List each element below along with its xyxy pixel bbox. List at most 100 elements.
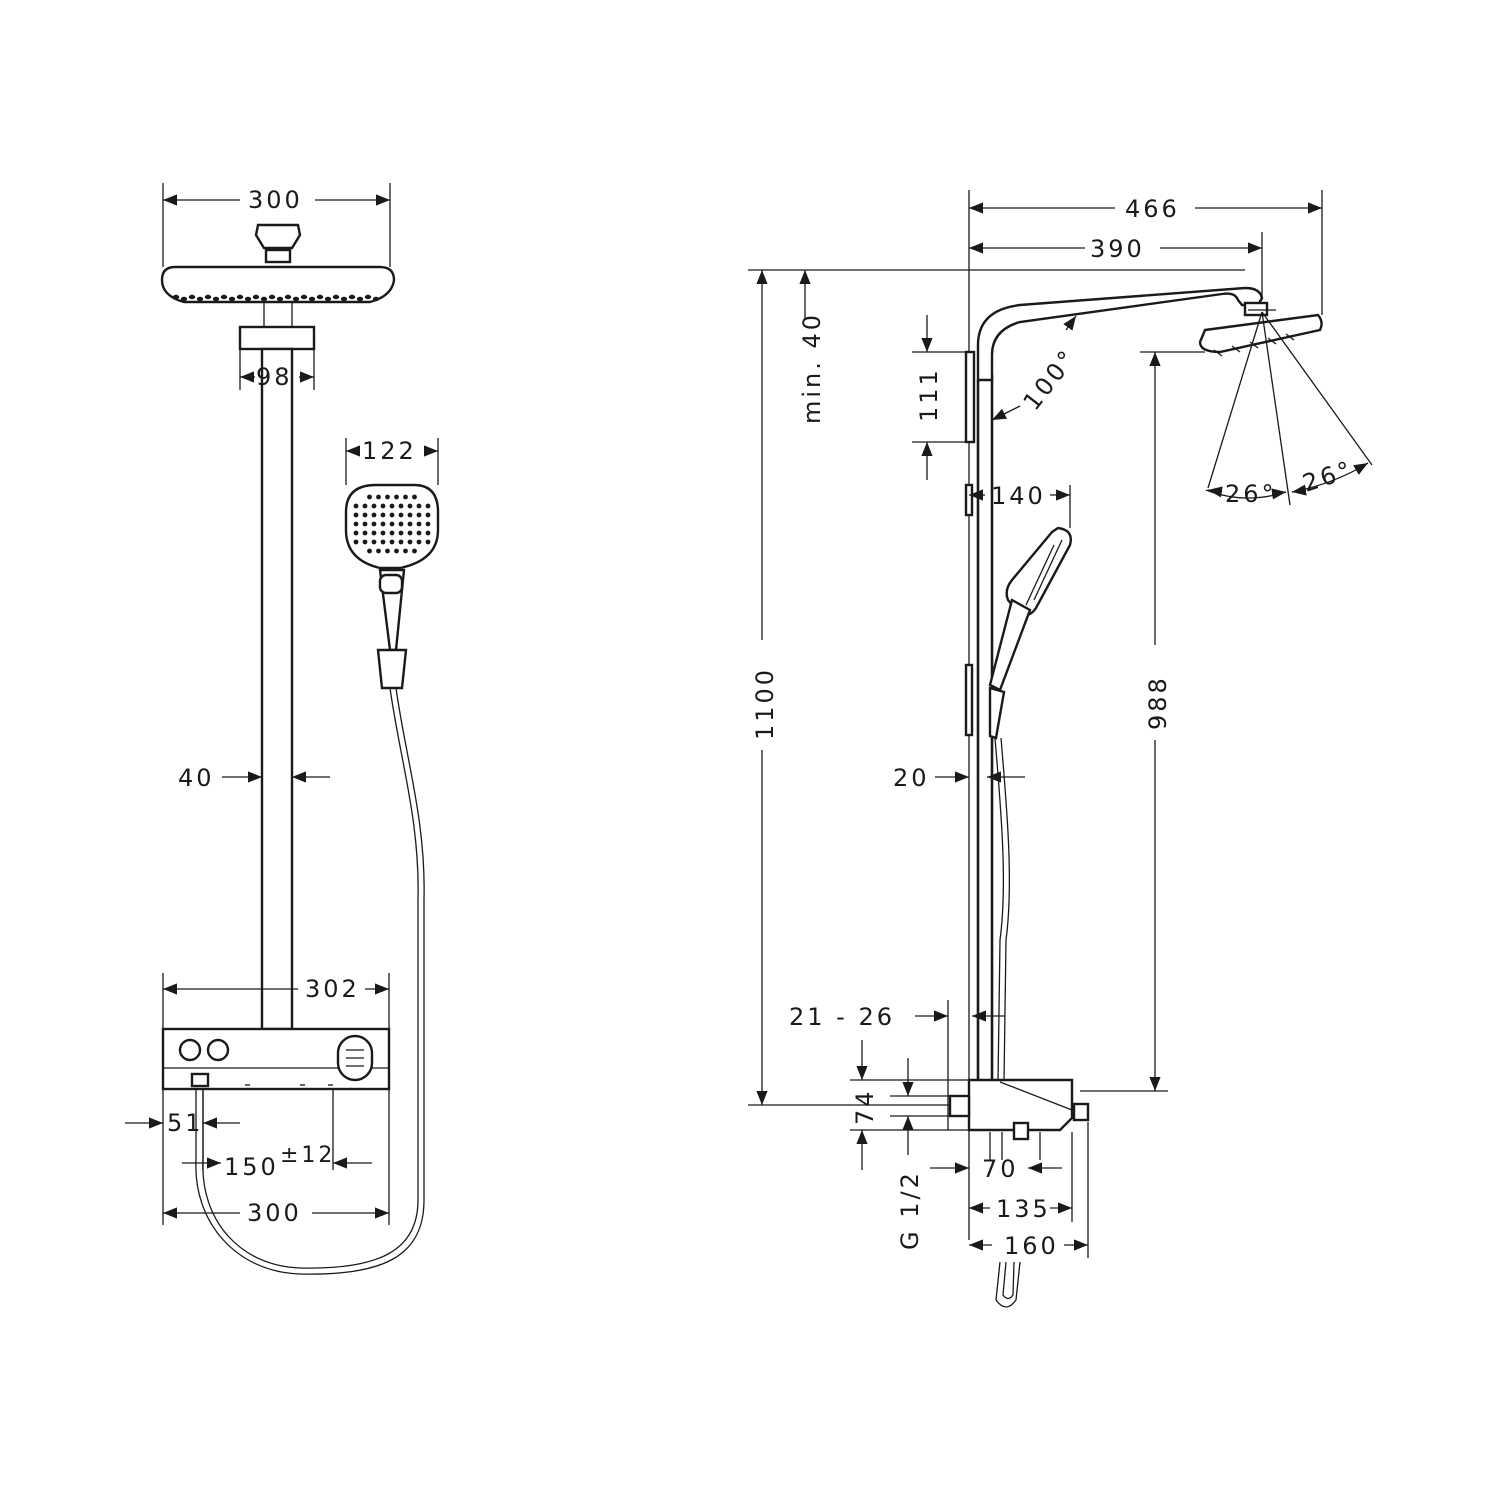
label-pipe-width: 40 — [178, 764, 215, 792]
nozzle-dot — [385, 494, 390, 500]
label-mixer-height: 74 — [851, 1088, 879, 1125]
dimension-mixer-overall-depth: 160 — [969, 1122, 1089, 1260]
label-arm-mount: 98 — [256, 363, 293, 391]
nozzle-dot — [188, 294, 196, 300]
nozzle-dot — [353, 521, 359, 527]
dimension-overall-height: 1100 — [748, 269, 1245, 1106]
label-total-projection: 466 — [1125, 195, 1180, 223]
nozzle-dot — [353, 539, 359, 545]
nozzle-dot — [416, 539, 422, 545]
nozzle-dot — [380, 521, 386, 527]
label-head-to-mixer: 988 — [1144, 675, 1172, 730]
nozzle-dot — [362, 512, 368, 518]
nozzle-dot — [412, 494, 417, 500]
side-head-connector — [1243, 301, 1269, 317]
side-overhead-shower — [1198, 313, 1323, 354]
label-mixer-depth: 135 — [996, 1195, 1051, 1223]
nozzle-dot — [398, 521, 404, 527]
nozzle-dot — [394, 494, 399, 500]
spray-angle-lines: 26° 26° — [1205, 309, 1373, 508]
nozzle-dot — [356, 296, 364, 302]
nozzle-dot — [371, 539, 377, 545]
dimension-head-to-mixer: 988 — [1080, 351, 1205, 1092]
nozzle-dot — [403, 494, 408, 500]
nozzle-dot — [407, 521, 413, 527]
nozzle-dot — [268, 294, 276, 300]
label-arm-projection: 390 — [1090, 235, 1145, 263]
dimension-arm-mount: 98 — [239, 349, 315, 391]
nozzle-dot — [292, 296, 300, 302]
label-mixer-overall-depth: 160 — [1004, 1232, 1059, 1260]
nozzle-dot — [353, 530, 359, 536]
nozzle-dot — [362, 539, 368, 545]
nozzle-dot — [353, 503, 359, 509]
function-button-left — [178, 1038, 202, 1062]
nozzle-dot — [276, 296, 284, 302]
nozzle-dot — [353, 512, 359, 518]
label-hand-shower-width: 122 — [362, 437, 417, 465]
nozzle-dot — [220, 294, 228, 300]
label-inlet-spacing: 150 — [224, 1153, 279, 1181]
nozzle-dot — [228, 296, 236, 302]
nozzle-dot — [425, 503, 431, 509]
nozzle-dot — [389, 530, 395, 536]
label-arm-angle: 100° — [1018, 343, 1083, 415]
nozzle-dot — [398, 503, 404, 509]
dimension-head-width: 300 — [162, 183, 391, 267]
nozzle-dot — [407, 512, 413, 518]
nozzle-dot — [380, 503, 386, 509]
nozzle-dot — [364, 294, 372, 300]
dimension-arm-angle: 100° — [991, 315, 1083, 421]
nozzle-dot — [389, 503, 395, 509]
dimension-total-projection: 466 — [969, 190, 1323, 315]
nozzle-dot — [362, 503, 368, 509]
hose-outlet — [190, 1072, 210, 1088]
side-hand-shower — [988, 526, 1072, 740]
dimension-base-width: 300 — [163, 1089, 390, 1227]
nozzle-dot — [308, 296, 316, 302]
nozzle-dot — [416, 521, 422, 527]
dimension-hand-shower: 122 — [345, 437, 439, 485]
shower-hose — [202, 687, 419, 1269]
nozzle-dot — [394, 548, 399, 554]
nozzle-dot — [371, 512, 377, 518]
label-outlet-offset: 51 — [167, 1109, 204, 1137]
nozzle-dot — [372, 296, 380, 302]
nozzle-dot — [398, 539, 404, 545]
nozzle-dot — [425, 512, 431, 518]
nozzle-dot — [380, 530, 386, 536]
nozzle-dot — [425, 539, 431, 545]
nozzle-dot — [284, 294, 292, 300]
label-min-clearance: min. 40 — [798, 312, 826, 424]
nozzle-dot — [324, 296, 332, 302]
dimension-outlet-offset: 51 — [125, 1089, 240, 1225]
nozzle-dot — [316, 294, 324, 300]
nozzle-dot — [362, 530, 368, 536]
dimension-thermostat-width: 302 — [162, 973, 390, 1029]
nozzle-dot — [252, 294, 260, 300]
nozzle-dot — [407, 539, 413, 545]
nozzle-dot — [180, 296, 188, 302]
arm-mount — [238, 325, 316, 351]
dimension-arm-projection: 390 — [969, 232, 1263, 300]
nozzle-dot — [367, 548, 372, 554]
label-hand-offset: 140 — [991, 482, 1046, 510]
label-tilt-left: 26° — [1225, 480, 1277, 508]
nozzle-dot — [362, 521, 368, 527]
dimension-wall-range: 21 - 26 — [789, 1000, 1005, 1130]
nozzle-dot — [412, 548, 417, 554]
side-thermostat — [948, 1078, 1090, 1160]
nozzle-dot — [236, 294, 244, 300]
dimension-hand-offset: 140 — [969, 482, 1071, 528]
dimension-thread: G 1/2 — [896, 1170, 924, 1250]
thermostat-unit — [161, 1027, 391, 1091]
nozzle-dot — [376, 548, 381, 554]
dimension-min-clearance: min. 40 — [798, 270, 826, 424]
nozzle-dot — [389, 512, 395, 518]
nozzle-dot — [260, 296, 268, 302]
dimension-connection-depth: 70 — [930, 1155, 1062, 1183]
nozzle-dot — [425, 530, 431, 536]
nozzle-dot — [407, 530, 413, 536]
label-thread: G 1/2 — [896, 1170, 924, 1250]
function-button-right — [206, 1038, 230, 1062]
